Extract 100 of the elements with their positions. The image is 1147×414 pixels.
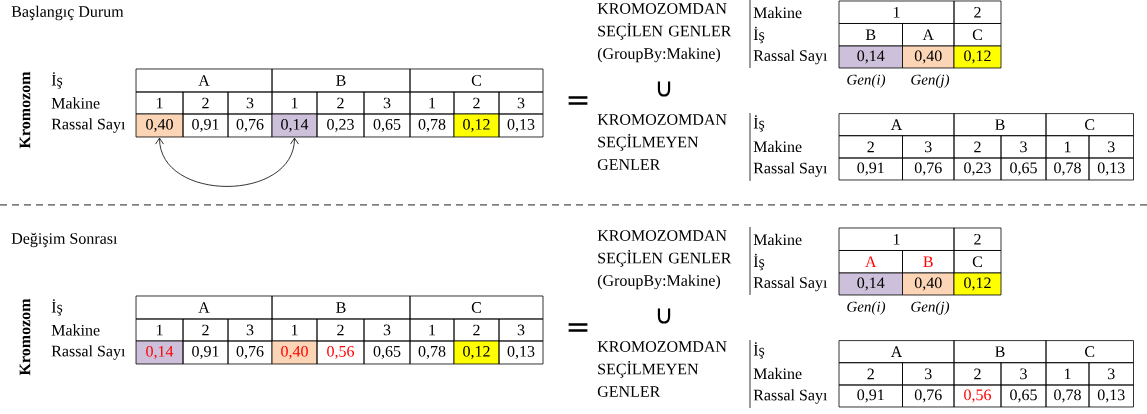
value-cell: 0,91 bbox=[182, 113, 229, 138]
table-cell: 2 bbox=[182, 318, 229, 342]
table-cell: C bbox=[1045, 113, 1134, 137]
group-label: KROMOZOMDAN SEÇİLMEYEN GENLER bbox=[597, 114, 727, 170]
table-cell: 0,91 bbox=[182, 340, 229, 365]
table-cell: 3 bbox=[902, 362, 955, 386]
table-cell: 3 bbox=[1088, 362, 1134, 386]
group-label: KROMOZOMDAN SEÇİLMEYEN GENLER bbox=[597, 341, 727, 397]
table-cell: 0,76 bbox=[227, 340, 273, 365]
table-cell: B bbox=[271, 295, 411, 320]
table-cell: 3 bbox=[498, 318, 544, 342]
row-header: İş bbox=[753, 342, 765, 359]
table-cell: 1 bbox=[409, 91, 455, 115]
table-cell: 0,65 bbox=[1000, 157, 1047, 181]
table-cell: 0,56 bbox=[953, 384, 1002, 408]
value-cell: 0,13 bbox=[498, 113, 544, 138]
table-cell: 0,12 bbox=[453, 340, 500, 365]
table-cell: 3 bbox=[363, 91, 411, 115]
table-cell: 2 bbox=[838, 362, 903, 386]
value-cell: 0,76 bbox=[227, 113, 273, 138]
row-header: Makine bbox=[51, 324, 100, 336]
section-title: Başlangıç Durum bbox=[11, 5, 124, 21]
table-cell: 3 bbox=[363, 318, 411, 342]
union-sign: ∪ bbox=[657, 308, 671, 324]
table-cell: 0,78 bbox=[1045, 384, 1090, 408]
table-cell: 0,12 bbox=[953, 272, 1002, 296]
table-cell: 0,56 bbox=[316, 340, 365, 365]
table-cell: 3 bbox=[227, 318, 273, 342]
table-cell: 0,14 bbox=[135, 340, 184, 365]
row-header: Makine bbox=[753, 233, 802, 246]
table-cell: 0,76 bbox=[902, 157, 955, 181]
table-cell: A bbox=[838, 113, 955, 137]
value-cell: 0,65 bbox=[363, 113, 411, 138]
table-cell: 2 bbox=[316, 91, 365, 115]
table-cell: 3 bbox=[902, 135, 955, 159]
table-cell: A bbox=[838, 340, 955, 364]
table-cell: 2 bbox=[953, 227, 1002, 251]
gen-label: Gen(i) bbox=[847, 301, 886, 315]
table-cell: 2 bbox=[953, 0, 1002, 24]
table-cell: 3 bbox=[498, 91, 544, 115]
value-cell: 0,78 bbox=[409, 113, 455, 138]
row-header: İş bbox=[753, 115, 765, 132]
vertical-label: Kromozom bbox=[19, 298, 31, 376]
row-header: Rassal Sayı bbox=[753, 276, 828, 292]
table-cell: A bbox=[135, 295, 273, 320]
table-cell: 3 bbox=[1000, 135, 1047, 159]
row-header: Makine bbox=[753, 367, 802, 380]
table-cell: 2 bbox=[838, 135, 903, 159]
table-cell: 0,40 bbox=[902, 272, 955, 296]
table-cell: 2 bbox=[953, 362, 1002, 386]
vertical-label: Kromozom bbox=[19, 71, 31, 149]
table-cell: B bbox=[271, 68, 411, 93]
table-cell: 3 bbox=[1088, 135, 1134, 159]
table-cell: 0,91 bbox=[838, 157, 903, 181]
table-cell: C bbox=[409, 68, 544, 93]
table-cell: 0,14 bbox=[838, 272, 903, 296]
row-header: Rassal Sayı bbox=[51, 345, 126, 360]
union-sign: ∪ bbox=[657, 81, 671, 97]
row-header: İş bbox=[51, 299, 63, 316]
table-cell: A bbox=[135, 68, 273, 93]
value-cell: 0,14 bbox=[271, 113, 318, 138]
table-cell: 1 bbox=[1045, 135, 1090, 159]
table-cell: 1 bbox=[838, 0, 955, 24]
table-cell: 3 bbox=[1000, 362, 1047, 386]
table-cell: C bbox=[1045, 340, 1134, 364]
group-label: KROMOZOMDAN SEÇİLEN GENLER (GroupBy:Makine) bbox=[597, 3, 732, 63]
table-cell: 1 bbox=[1045, 362, 1090, 386]
table-cell: 1 bbox=[838, 227, 955, 251]
table-cell: 0,76 bbox=[902, 384, 955, 408]
row-header: İş bbox=[753, 26, 765, 44]
table-cell: 3 bbox=[227, 91, 273, 115]
swap-arrow bbox=[155, 137, 299, 187]
equals-sign: = bbox=[568, 96, 588, 105]
table-cell: 0,91 bbox=[838, 384, 903, 408]
row-header: Makine bbox=[753, 6, 802, 19]
row-header: Makine bbox=[753, 140, 802, 153]
group-label: KROMOZOMDAN SEÇİLEN GENLER (GroupBy:Makine) bbox=[597, 230, 732, 290]
section-title: Değişim Sonrası bbox=[11, 232, 118, 248]
table-cell: 0,13 bbox=[498, 340, 544, 365]
table-cell: 0,65 bbox=[363, 340, 411, 365]
value-cell: 0,40 bbox=[135, 113, 184, 138]
row-header: Rassal Sayı bbox=[753, 389, 828, 404]
equals-sign: = bbox=[568, 323, 588, 332]
table-cell: 2 bbox=[182, 91, 229, 115]
row-header: İş bbox=[753, 253, 765, 271]
table-cell: 2 bbox=[316, 318, 365, 342]
row-header: İş bbox=[51, 72, 63, 89]
table-cell: 0,14 bbox=[838, 45, 903, 69]
table-cell: 0,65 bbox=[1000, 384, 1047, 408]
table-cell: 0,13 bbox=[1088, 384, 1134, 408]
table-cell: 0,40 bbox=[902, 45, 955, 69]
table-cell: 2 bbox=[953, 135, 1002, 159]
table-cell: 0,23 bbox=[953, 157, 1002, 181]
gen-label: Gen(j) bbox=[911, 74, 950, 88]
table-cell: C bbox=[409, 295, 544, 320]
gen-label: Gen(i) bbox=[847, 74, 886, 88]
table-cell: 0,40 bbox=[271, 340, 318, 365]
table-cell: B bbox=[953, 340, 1047, 364]
table-cell: 0,78 bbox=[1045, 157, 1090, 181]
table-cell: 0,13 bbox=[1088, 157, 1134, 181]
